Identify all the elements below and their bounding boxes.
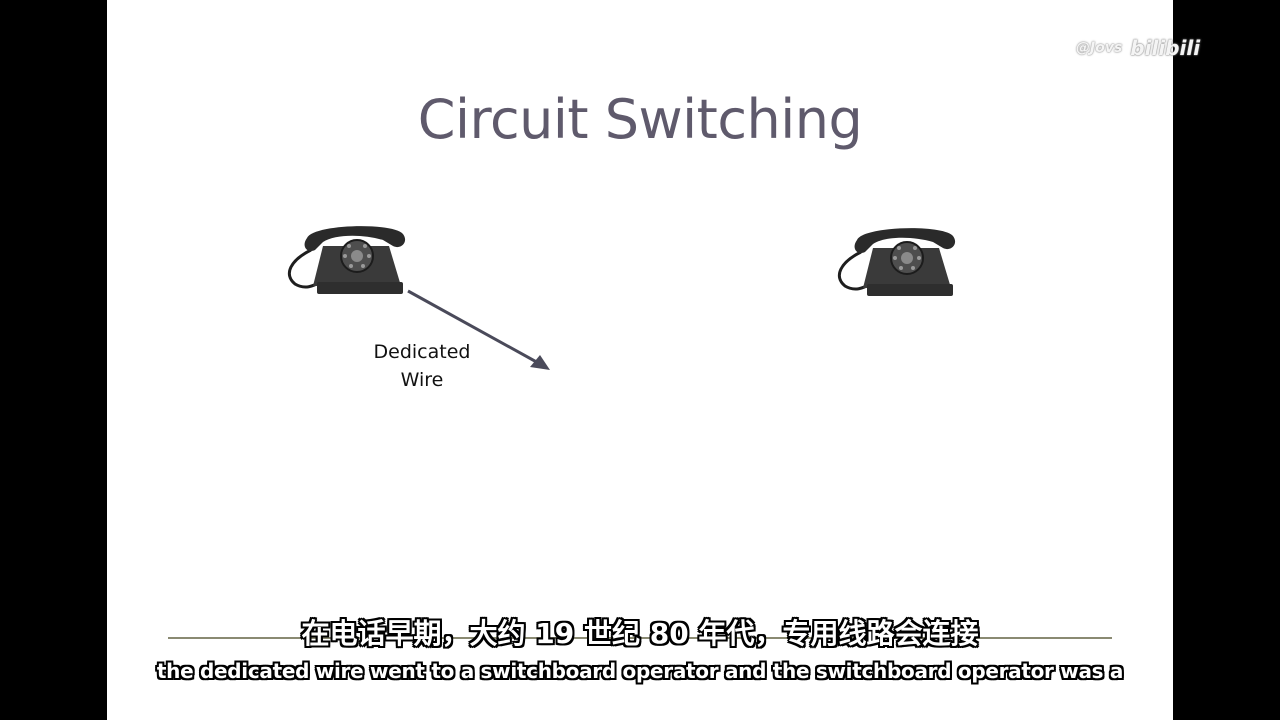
right-telephone-icon <box>838 228 956 296</box>
watermark-brand: bilibili <box>1130 36 1201 60</box>
rotary-telephone-icon <box>288 226 406 294</box>
wire-label-line2: Wire <box>400 369 444 391</box>
dedicated-wire-arrow-icon <box>407 289 550 370</box>
slide-title: Circuit Switching <box>417 88 863 151</box>
dedicated-wire-label: Dedicated Wire <box>356 338 488 394</box>
watermark-prefix: @Jovs <box>1076 40 1123 56</box>
wire-label-line1: Dedicated <box>373 341 471 363</box>
subtitle-chinese: 在电话早期，大约 19 世纪 80 年代，专用线路会连接 <box>301 617 979 650</box>
slide-canvas: Circuit Switching <box>107 0 1173 720</box>
rotary-telephone-icon <box>838 228 956 296</box>
left-telephone-icon <box>288 226 406 294</box>
bilibili-watermark: @Jovs bilibili <box>1076 33 1256 63</box>
subtitle-english: the dedicated wire went to a switchboard… <box>156 659 1124 683</box>
subtitle-divider <box>168 637 1112 639</box>
